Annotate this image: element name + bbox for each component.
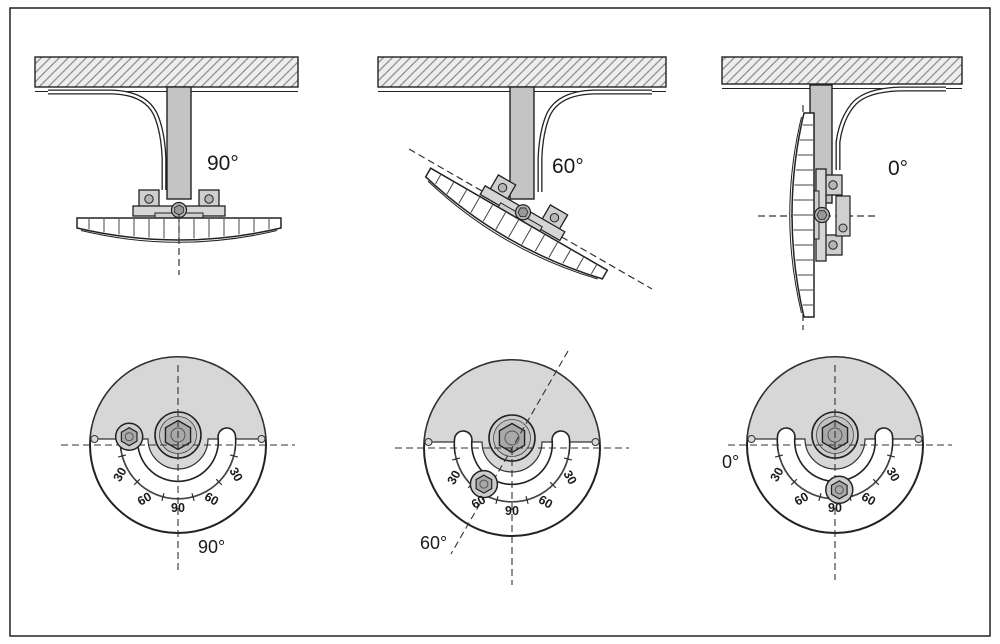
lock-bolt-icon [469,469,499,499]
scale-mark: 30 [110,465,129,484]
dial-angle-label: 90° [198,537,225,557]
dial-angle-label: 60° [420,533,447,553]
scale-mark: 60 [202,489,221,508]
mount-stem [166,86,192,200]
angle-label: 90° [207,152,239,175]
mount-stem [509,86,535,200]
dashed-tilt-line [450,350,569,555]
scale-mark: 60 [792,489,811,508]
dial-detail-0: 30 60 90 60 30 0° [722,357,952,580]
scale-mark: 60 [469,492,488,511]
side-view-tilt-60: 60° [377,56,667,292]
dial-detail-90: 30 60 90 60 30 90° [61,357,295,573]
ceiling-section [721,56,963,85]
dial-angle-label: 0° [722,452,739,472]
scale-mark: 30 [226,465,245,484]
power-cable [537,89,652,192]
angle-label: 60° [552,155,584,178]
scale-mark: 60 [859,489,878,508]
scale-mark: 90 [505,504,519,518]
dashed-tilt-line [408,148,653,290]
scale-mark: 60 [536,492,555,511]
lock-bolt-icon [825,475,854,505]
dial-detail-60: 30 60 90 60 30 60° [395,351,629,585]
ceiling-section [34,56,299,88]
side-view-tilt-0: 0° [721,56,963,330]
side-view-tilt-90: 90° [34,56,299,275]
page-border [9,7,991,637]
scale-mark: 30 [767,465,786,484]
scale-mark: 30 [883,465,902,484]
power-cable [835,86,946,170]
scale-mark: 90 [171,501,185,515]
scale-mark: 60 [135,489,154,508]
scale-mark: 30 [560,468,579,487]
scale-mark: 90 [828,501,842,515]
lock-bolt-icon [114,422,144,451]
ceiling-section [377,56,667,88]
power-cable [48,89,167,190]
angle-label: 0° [888,157,908,180]
latch-screw [838,223,848,233]
scale-mark: 30 [444,468,463,487]
